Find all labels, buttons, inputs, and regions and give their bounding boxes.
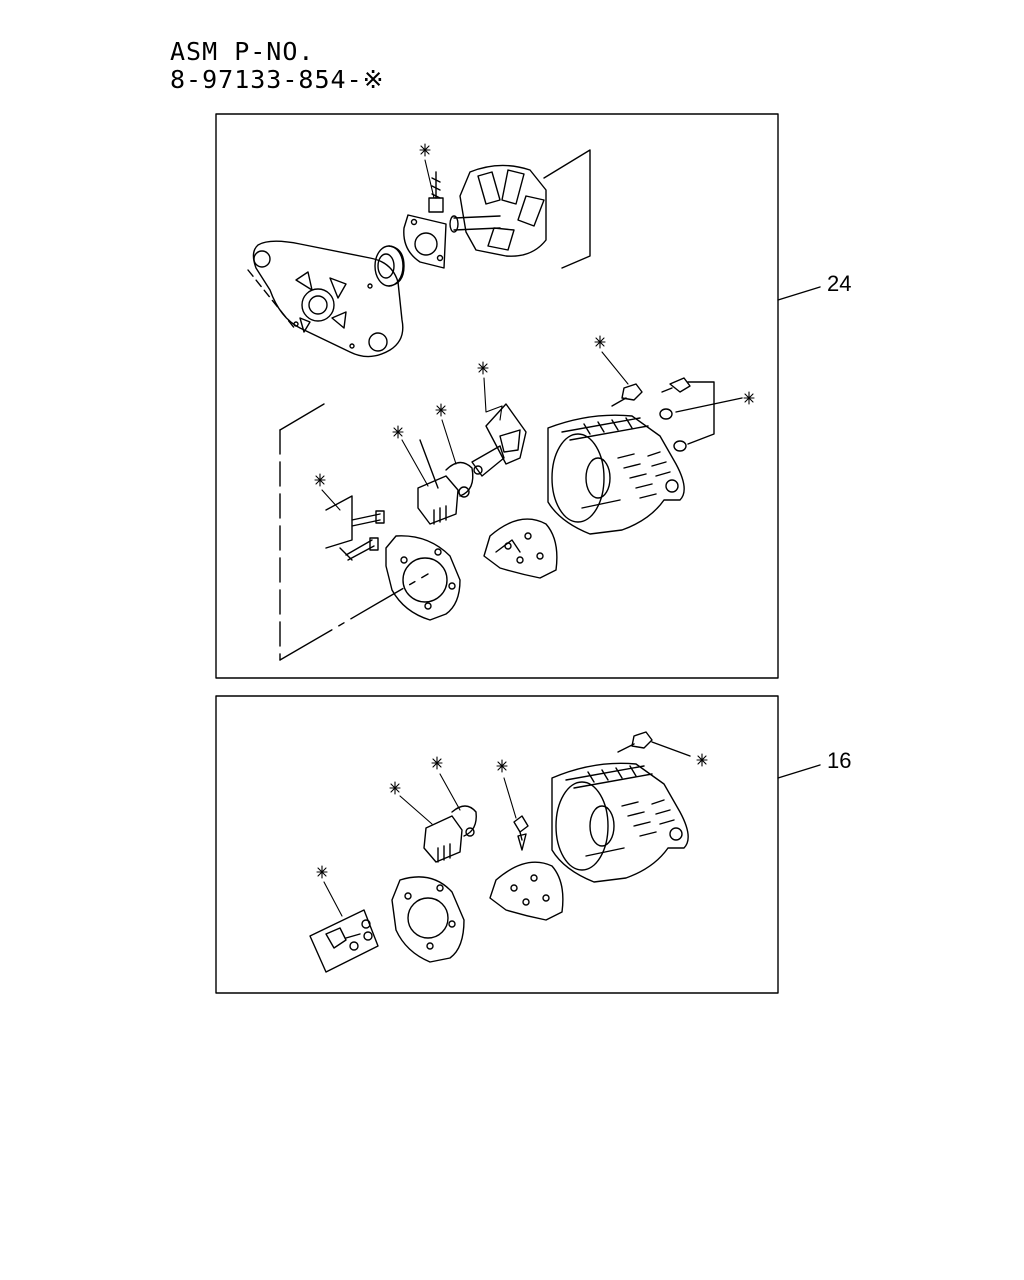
lower-rectifier — [490, 862, 563, 920]
asterisk-marker-lower-bolts — [317, 866, 342, 916]
terminal-plate — [472, 404, 526, 476]
asterisk-marker-screw — [420, 144, 434, 198]
lower-insulator-plate — [392, 877, 464, 962]
brush-holder — [418, 440, 473, 524]
asterisk-marker-lower-nut — [697, 754, 707, 766]
asterisk-marker-bolts — [315, 474, 340, 510]
extension-line-bottom — [280, 574, 428, 660]
assembly-part-number: 8-97133-854-※ — [170, 65, 385, 94]
asterisk-marker-brush-holder — [393, 404, 456, 486]
retainer-plate — [404, 215, 446, 268]
retainer-screw — [429, 172, 443, 212]
asterisk-marker-lower-terminal — [497, 760, 516, 818]
lower-rear-housing — [552, 763, 688, 882]
assembly-label: ASM P-NO. — [170, 37, 315, 66]
callout-16: 16 — [827, 748, 852, 773]
leader-16 — [778, 765, 820, 778]
lower-terminal — [514, 816, 528, 850]
front-bracket — [248, 241, 403, 356]
lower-brush-holder — [424, 806, 476, 862]
assembly-part-number-header: ASM P-NO. 8-97133-854-※ — [170, 38, 385, 94]
through-bolts — [326, 496, 384, 560]
insulator-plate — [386, 536, 460, 620]
asterisk-marker-lower-brush — [390, 757, 460, 824]
rotor — [450, 150, 590, 268]
asterisk-marker-nut — [595, 336, 754, 404]
nut-and-washers — [612, 378, 742, 451]
lower-nut — [618, 732, 690, 756]
rear-housing — [548, 415, 684, 534]
asterisk-marker-terminal — [478, 362, 502, 420]
leader-24 — [778, 287, 820, 300]
extension-line-top — [280, 404, 324, 430]
callout-24: 24 — [827, 271, 852, 296]
bearing — [375, 246, 404, 286]
upper-kit-frame — [216, 114, 778, 678]
lower-kit-frame — [216, 696, 778, 993]
lower-bolt-set — [310, 910, 378, 972]
rectifier — [484, 519, 557, 578]
